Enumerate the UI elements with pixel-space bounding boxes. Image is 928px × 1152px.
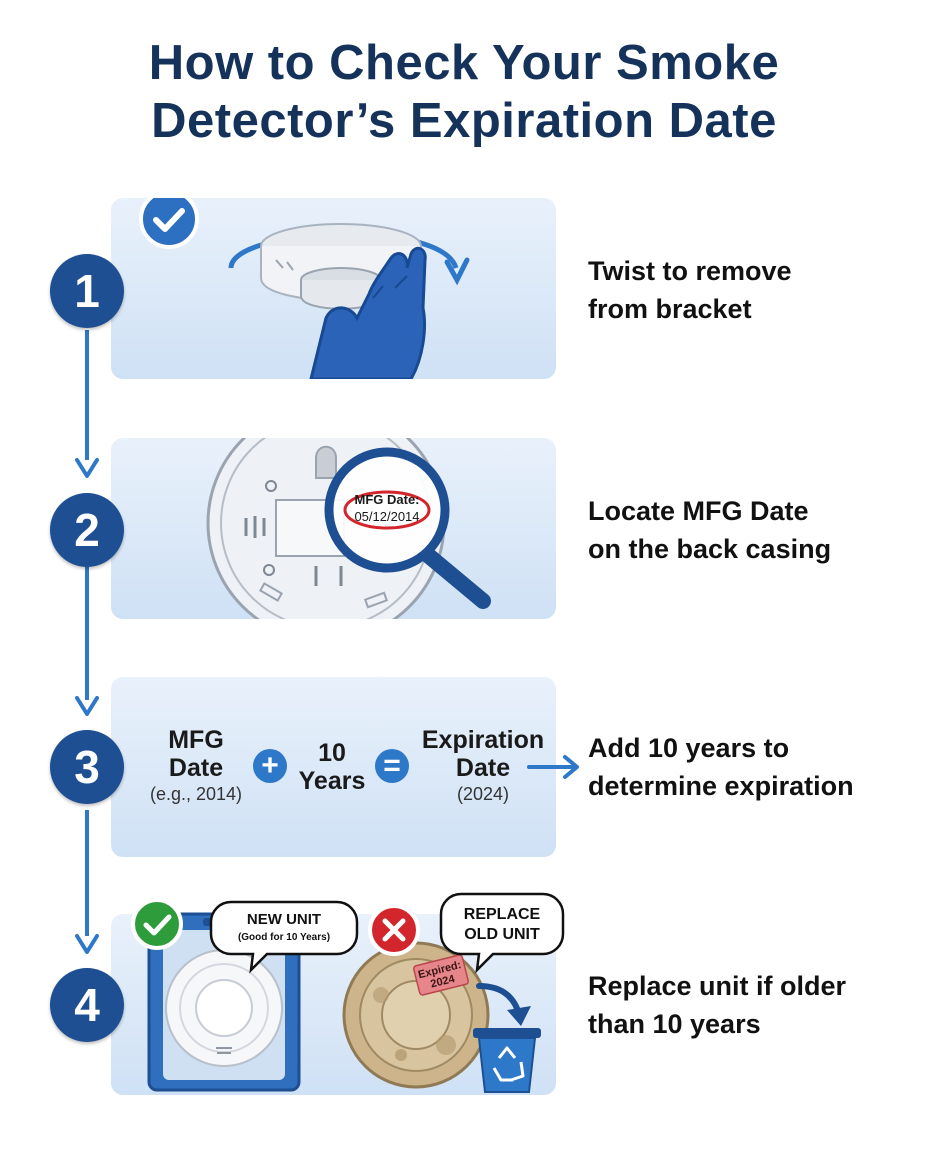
term-mfg-line-1: MFG [168,726,224,754]
equation-term-expiration: Expiration Date (2024) [414,726,552,806]
term-years-line-2: Years [298,767,366,795]
step-3-text-line-2: determine expiration [588,771,854,801]
step-4-illustration: NEW UNIT (Good for 10 Years) Expired: 20… [131,892,565,1093]
step-1-text: Twist to remove from bracket [588,252,918,328]
step-2-text-line-1: Locate MFG Date [588,496,809,526]
term-mfg-note: (e.g., 2014) [149,784,243,804]
step-number-3: 3 [50,730,124,804]
step-3-panel [111,677,556,857]
term-expiration-line-1: Expiration [421,726,545,754]
step-3-text-line-1: Add 10 years to [588,733,790,763]
expired-tag: Expired: 2024 [413,954,469,996]
gloved-hand-icon [309,246,427,379]
step-1-panel [111,198,556,379]
old-unit-speech-bubble: REPLACE OLD UNIT [439,892,565,974]
connector-arrow-icon [75,458,99,478]
title-line-2: Detector’s Expiration Date [151,94,777,148]
step-2-panel: MFG Date: 05/12/2014 [111,438,556,619]
title-line-1: How to Check Your Smoke [148,36,780,90]
step-1-text-line-1: Twist to remove [588,256,792,286]
arrow-right-icon [527,755,579,779]
smoke-detector-icon [260,223,422,310]
step-4-text-line-1: Replace unit if older [588,971,847,1001]
new-unit-label: NEW UNIT [247,911,321,928]
plus-icon: + [253,749,287,783]
step-2-illustration: MFG Date: 05/12/2014 [206,438,491,619]
step-connector [75,330,99,954]
expired-tag-line-2: 2024 [429,973,457,991]
check-icon [131,898,183,950]
old-unit-label-line-2: OLD UNIT [464,926,540,943]
term-expiration-note: (2024) [456,784,510,804]
recycle-bin-icon [473,1028,541,1093]
step-1-illustration [139,198,470,379]
step-2-text-line-2: on the back casing [588,534,832,564]
check-icon [139,198,199,249]
curved-arrow-icon [476,983,531,1026]
step-number-2: 2 [50,493,124,567]
new-unit-note: (Good for 10 Years) [238,932,330,943]
step-4-text-line-2: than 10 years [588,1009,761,1039]
old-unit-label-line-1: REPLACE [464,906,541,923]
equation-term-years: 10 Years [292,739,372,795]
red-circle-highlight [343,490,431,530]
step-2-text: Locate MFG Date on the back casing [588,492,918,568]
equals-icon: = [375,749,409,783]
magnifier-icon: MFG Date: 05/12/2014 [324,447,491,609]
mfg-label-title: MFG Date: [355,492,420,507]
step-number-4: 4 [50,968,124,1042]
term-expiration-line-2: Date [455,754,511,782]
x-icon [368,904,420,956]
step-3-text: Add 10 years to determine expiration [588,729,918,805]
connector-arrow-icon [75,696,99,716]
step-4-text: Replace unit if older than 10 years [588,967,918,1043]
page-title: How to Check Your Smoke Detector’s Expir… [0,34,928,150]
new-unit-speech-bubble: NEW UNIT (Good for 10 Years) [209,900,359,974]
connector-arrow-icon [75,934,99,954]
mfg-label-date: 05/12/2014 [354,509,419,524]
equation-term-mfg: MFG Date (e.g., 2014) [136,726,256,806]
step-1-text-line-2: from bracket [588,294,752,324]
old-unit-icon [342,941,490,1089]
term-years-line-1: 10 [318,739,346,767]
step-number-1: 1 [50,254,124,328]
term-mfg-line-2: Date [168,754,224,782]
